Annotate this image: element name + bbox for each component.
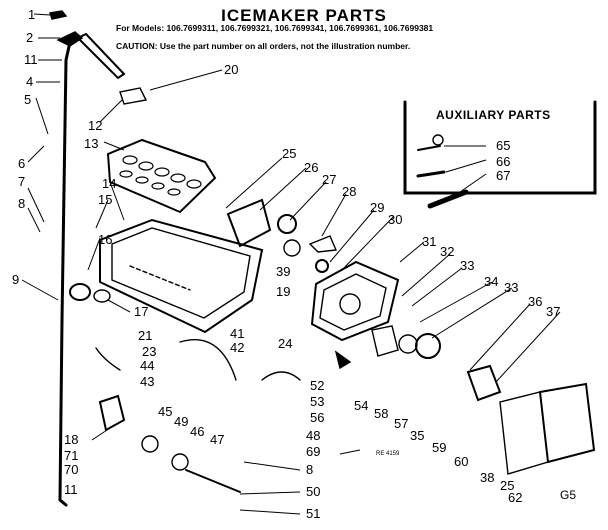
callout-label: 45 <box>158 404 172 419</box>
callout-label: 4 <box>26 74 33 89</box>
callout-label: 59 <box>432 440 446 455</box>
callout-label: 60 <box>454 454 468 469</box>
callout-label: 18 <box>64 432 78 447</box>
caution-note: CAUTION: Use the part number on all orde… <box>116 41 411 51</box>
callout-label: 62 <box>508 490 522 505</box>
callout-label: 53 <box>310 394 324 409</box>
callout-label: 57 <box>394 416 408 431</box>
model-numbers: For Models: 106.7699311, 106.7699321, 10… <box>116 23 434 33</box>
callout-label: 37 <box>546 304 560 319</box>
callout-label: 48 <box>306 428 320 443</box>
shutoff-arm <box>58 40 72 507</box>
callout-label: 38 <box>480 470 494 485</box>
callout-label: 42 <box>230 340 244 355</box>
callout-label: 34 <box>484 274 498 289</box>
callout-label: 25 <box>282 146 296 161</box>
callout-label: 44 <box>140 358 154 373</box>
front-cover <box>538 382 596 464</box>
callout-label: 7 <box>18 174 25 189</box>
callout-label: 31 <box>422 234 436 249</box>
callout-label: 36 <box>528 294 542 309</box>
callout-label: 66 <box>496 154 510 169</box>
callout-label: 67 <box>496 168 510 183</box>
callout-label: 50 <box>306 484 320 499</box>
callout-label: 56 <box>310 410 324 425</box>
callout-label: 54 <box>354 398 368 413</box>
callout-label: 69 <box>306 444 320 459</box>
callout-label: 71 <box>64 448 78 463</box>
callout-label: 1 <box>28 7 35 22</box>
callout-label: 16 <box>98 232 112 247</box>
callout-label: 52 <box>310 378 324 393</box>
auxiliary-parts-title: AUXILIARY PARTS <box>436 108 551 122</box>
callout-label: 23 <box>142 344 156 359</box>
callout-label: 8 <box>306 462 313 477</box>
callout-label: 14 <box>102 176 116 191</box>
callout-label: 41 <box>230 326 244 341</box>
callout-label: 65 <box>496 138 510 153</box>
callout-label: 2 <box>26 30 33 45</box>
callout-label: 15 <box>98 192 112 207</box>
callout-label: 25 <box>500 478 514 493</box>
callout-label: 70 <box>64 462 78 477</box>
water-valve <box>98 394 126 432</box>
callout-label: 27 <box>322 172 336 187</box>
callout-label: 28 <box>342 184 356 199</box>
housing <box>99 218 264 334</box>
callout-label: 5 <box>24 92 31 107</box>
callout-label: 21 <box>138 328 152 343</box>
callout-label: 24 <box>278 336 292 351</box>
callout-label: 8 <box>18 196 25 211</box>
callout-label: 39 <box>276 264 290 279</box>
diagram-code: RE 4159 <box>376 451 400 457</box>
callout-label: 20 <box>224 62 238 77</box>
callout-label: 51 <box>306 506 320 521</box>
callout-label: 29 <box>370 200 384 215</box>
callout-label: 32 <box>440 244 454 259</box>
callout-label: 49 <box>174 414 188 429</box>
callout-label: 13 <box>84 136 98 151</box>
callout-label: 19 <box>276 284 290 299</box>
auxiliary-box <box>403 100 597 195</box>
callout-label: 35 <box>410 428 424 443</box>
callout-label: 33 <box>460 258 474 273</box>
motor-housing <box>310 260 400 342</box>
callout-label: 17 <box>134 304 148 319</box>
callout-label: 33 <box>504 280 518 295</box>
callout-label: 46 <box>190 424 204 439</box>
callout-label: 6 <box>18 156 25 171</box>
callout-label: 26 <box>304 160 318 175</box>
corner-mark: G5 <box>560 488 577 502</box>
callout-label: 30 <box>388 212 402 227</box>
callout-label: 47 <box>210 432 224 447</box>
callout-label: 58 <box>374 406 388 421</box>
callout-label: 9 <box>12 272 19 287</box>
callout-label: 43 <box>140 374 154 389</box>
callout-label: 11 <box>24 52 38 67</box>
callout-label: 11 <box>64 482 78 497</box>
callout-label: 12 <box>88 118 102 133</box>
page-title: ICEMAKER PARTS <box>221 6 387 25</box>
callout-labels: 1 2 11 4 5 6 7 8 9 12 13 14 15 16 17 18 … <box>12 7 560 521</box>
